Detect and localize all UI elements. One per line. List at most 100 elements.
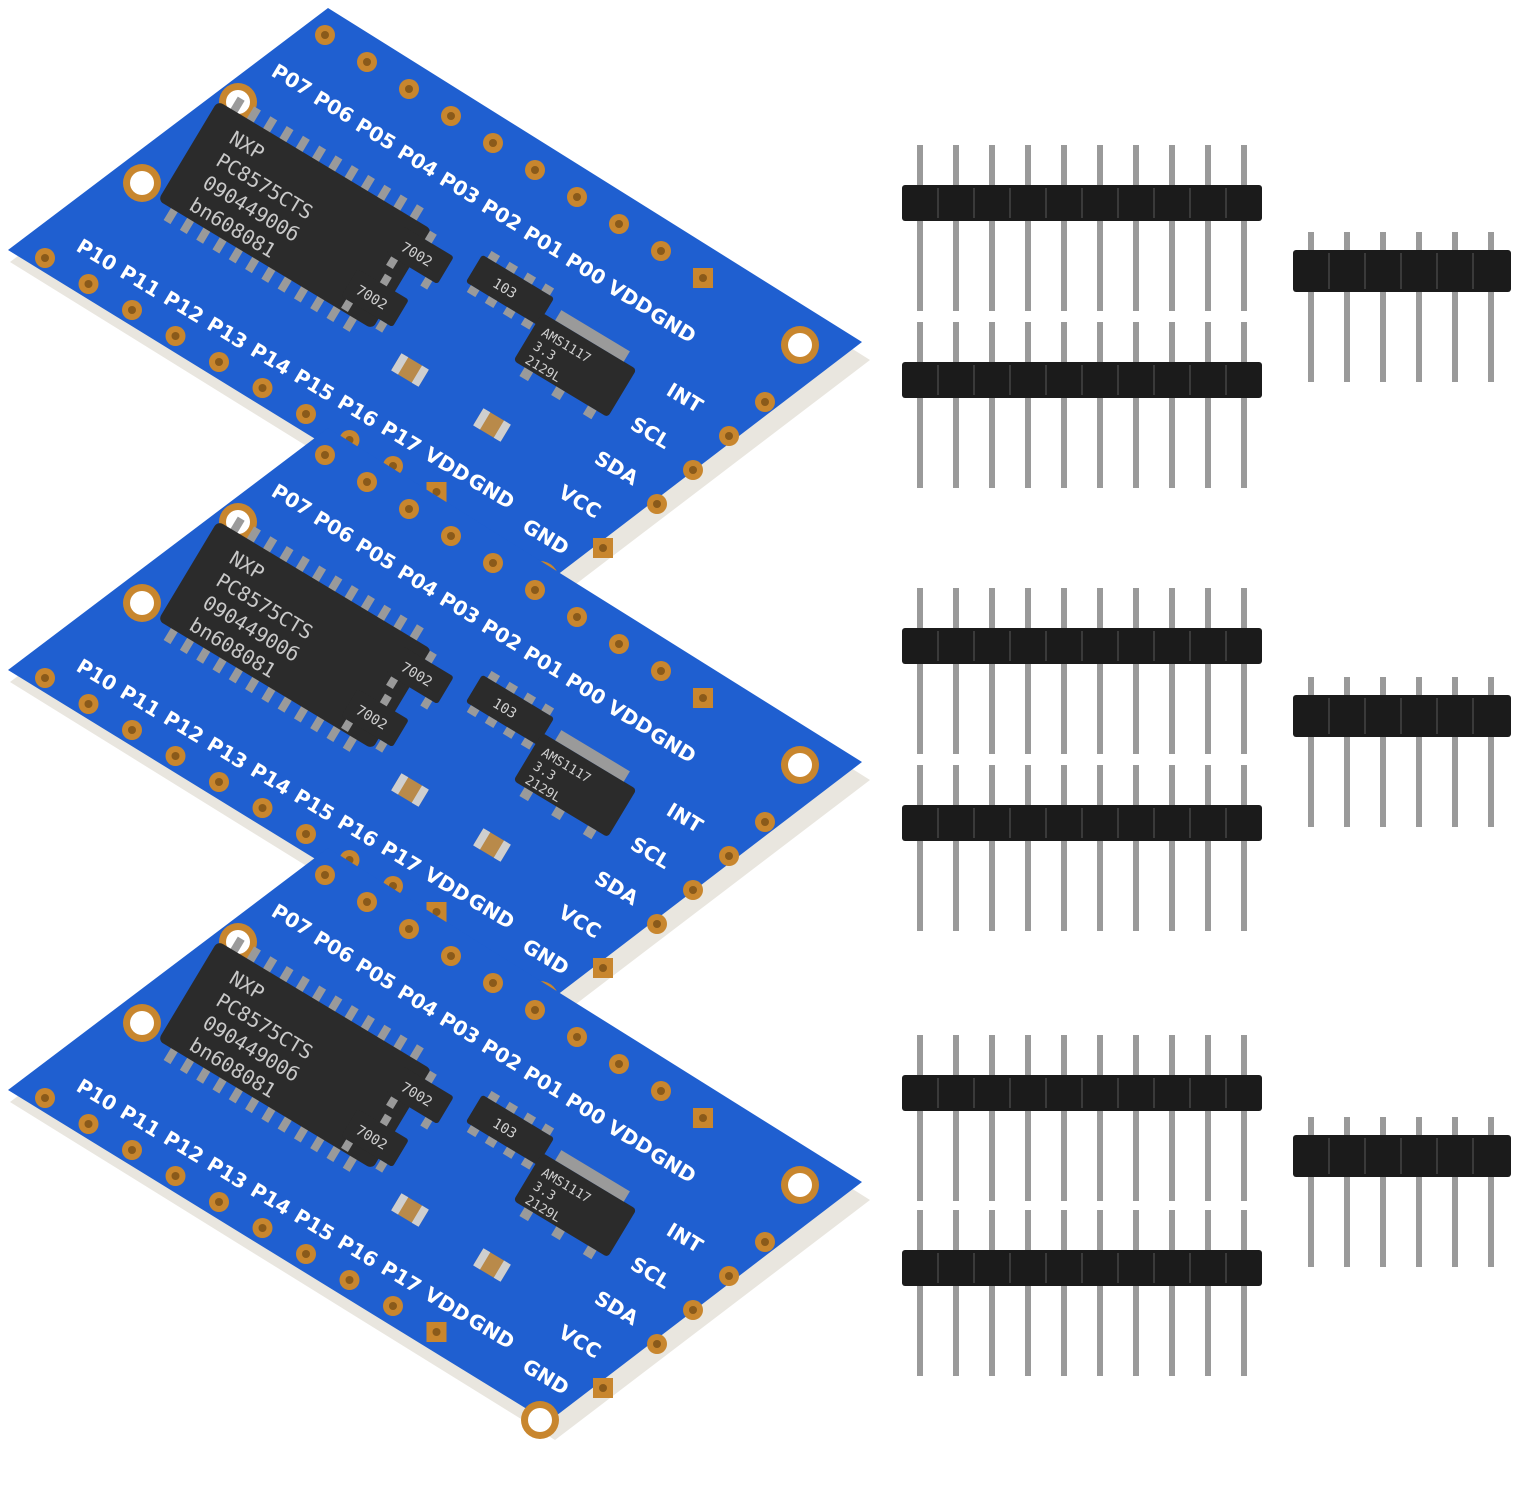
- header-pin: [1308, 1117, 1314, 1267]
- pad-hole: [432, 488, 441, 496]
- regulator-leg: [582, 825, 597, 840]
- transistor-body: [342, 269, 408, 327]
- pad-hole: [615, 640, 623, 648]
- regulator-tab: [555, 1150, 630, 1202]
- resistor-contact: [484, 295, 498, 308]
- pad-hole: [84, 280, 93, 288]
- regulator-leg: [551, 806, 565, 821]
- header-pin: [1025, 765, 1031, 931]
- resistor-array-body: [466, 675, 554, 745]
- header-pin: [1241, 765, 1247, 931]
- header-pin: [917, 145, 923, 311]
- pad-hole: [573, 1033, 581, 1041]
- pad-hole: [128, 1146, 136, 1154]
- chip-leg: [326, 304, 342, 323]
- pin-header: [902, 145, 1262, 311]
- pad-hole: [761, 398, 769, 406]
- transistor-leg: [420, 696, 433, 710]
- chip-leg: [293, 704, 310, 723]
- chip-leg: [310, 145, 327, 164]
- header-pin: [1133, 145, 1139, 311]
- pad-hole: [447, 952, 455, 960]
- pad-hole: [405, 505, 413, 513]
- pad-hole: [171, 752, 180, 760]
- header-pin: [1452, 232, 1458, 382]
- resistor-contact: [487, 670, 501, 683]
- chip-leg: [163, 206, 179, 225]
- header-pin: [1097, 322, 1103, 488]
- header-pin: [1205, 765, 1211, 931]
- chip-leg: [392, 1034, 408, 1053]
- transistor-leg: [375, 319, 388, 333]
- transistor-body: [387, 226, 453, 284]
- chip-body: [160, 943, 430, 1167]
- chip-leg: [294, 555, 310, 574]
- chip-leg: [229, 936, 245, 955]
- chip-leg: [310, 1134, 326, 1153]
- chip-leg: [294, 975, 310, 994]
- chip-leg: [163, 1046, 179, 1065]
- header-pin: [1061, 765, 1067, 931]
- chip-leg: [359, 1014, 375, 1033]
- pad-hole: [405, 925, 413, 933]
- chip-leg: [277, 274, 293, 293]
- header-pin: [1308, 232, 1314, 382]
- resistor-contact: [484, 1135, 498, 1148]
- capacitor: [391, 1193, 429, 1227]
- capacitor-terminal: [473, 1248, 491, 1270]
- capacitor: [473, 408, 511, 442]
- chip-leg: [278, 125, 294, 144]
- chip-leg: [310, 294, 326, 313]
- pad-hole: [489, 139, 497, 147]
- pcb-board: P10P11P12P13P14P15P16P17VDDGNDP07P06P05P…: [8, 428, 870, 1020]
- mounting-hole: [130, 171, 154, 195]
- header-pin: [1416, 1117, 1422, 1267]
- resistor-contact: [502, 306, 516, 319]
- transistor-body: [342, 689, 408, 747]
- resistor-contact: [487, 1090, 501, 1103]
- chip-leg: [310, 714, 326, 733]
- header-pin: [953, 765, 959, 931]
- capacitor-terminal: [473, 408, 491, 430]
- regulator-leg: [519, 787, 534, 802]
- header-pin: [989, 1210, 995, 1376]
- header-pin: [1061, 1035, 1067, 1201]
- resistor-contact: [541, 1123, 555, 1136]
- pin-header: [1293, 677, 1511, 827]
- header-pin: [1241, 1035, 1247, 1201]
- capacitor-terminal: [391, 773, 409, 795]
- header-pin: [1025, 322, 1031, 488]
- chip-leg: [376, 184, 392, 203]
- transistor-leg: [386, 676, 399, 690]
- chip-leg: [228, 1085, 244, 1104]
- pad-hole: [725, 432, 733, 440]
- pad-hole: [653, 920, 661, 928]
- pad-hole: [128, 306, 136, 314]
- chip-leg: [261, 1105, 277, 1123]
- pad-hole: [84, 700, 93, 708]
- resistor-contact: [523, 272, 537, 285]
- pad-hole: [573, 193, 581, 201]
- capacitor: [473, 828, 511, 862]
- regulator-body: [514, 314, 636, 416]
- chip-leg: [392, 194, 408, 213]
- chip-body: [160, 523, 430, 747]
- chip-leg: [212, 235, 228, 254]
- resistor-array: 103: [466, 250, 555, 330]
- pad-hole: [345, 1276, 354, 1284]
- header-pin: [1241, 322, 1247, 488]
- chip-leg: [408, 204, 424, 223]
- transistor: 7002: [341, 269, 408, 333]
- regulator-leg: [551, 386, 565, 401]
- header-pin: [1308, 677, 1314, 827]
- header-pin: [1061, 322, 1067, 488]
- header-pin: [1097, 765, 1103, 931]
- pad-hole: [447, 112, 455, 120]
- resistor-contact: [505, 1101, 519, 1114]
- capacitor-terminal: [493, 420, 511, 442]
- regulator-body: [514, 734, 636, 836]
- capacitor-terminal: [493, 1260, 511, 1282]
- resistor-contact: [484, 715, 498, 728]
